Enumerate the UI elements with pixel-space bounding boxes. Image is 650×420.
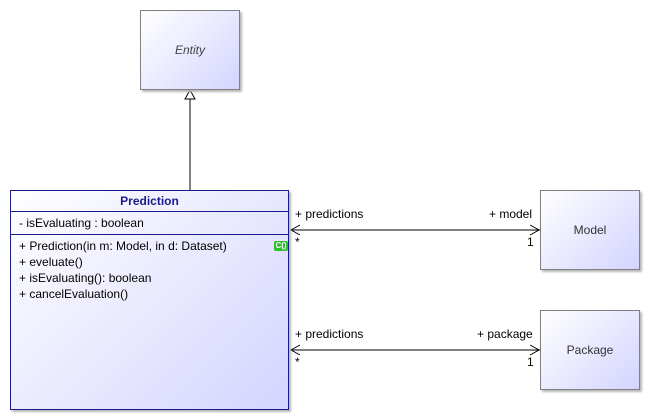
association-package-arrow-right bbox=[529, 344, 541, 356]
package-class[interactable]: Package bbox=[540, 310, 640, 390]
entity-class[interactable]: Entity bbox=[140, 10, 240, 90]
model-assoc-target-multiplicity: 1 bbox=[527, 235, 534, 249]
operation-row: + cancelEvaluation() bbox=[19, 287, 129, 301]
package-assoc-source-multiplicity: * bbox=[295, 355, 300, 369]
operation-row: + Prediction(in m: Model, in d: Dataset) bbox=[19, 239, 227, 253]
attribute-row: - isEvaluating : boolean bbox=[19, 216, 144, 230]
operation-row: + eveluate() bbox=[19, 255, 83, 269]
association-model-arrow-left bbox=[289, 224, 301, 236]
model-class-name: Model bbox=[573, 223, 607, 237]
model-assoc-source-multiplicity: * bbox=[295, 235, 300, 249]
generalization-arrowhead bbox=[184, 88, 196, 100]
operation-row: + isEvaluating(): boolean bbox=[19, 271, 152, 285]
package-assoc-target-role: + package bbox=[477, 327, 533, 341]
operations-compartment: + Prediction(in m: Model, in d: Dataset)… bbox=[11, 235, 288, 302]
prediction-class-name: Prediction bbox=[11, 191, 288, 212]
package-assoc-source-role: + predictions bbox=[295, 327, 364, 341]
model-class[interactable]: Model bbox=[540, 190, 640, 270]
prediction-class[interactable]: Prediction - isEvaluating : boolean + Pr… bbox=[10, 190, 289, 410]
model-assoc-source-role: + predictions bbox=[295, 207, 364, 221]
package-assoc-target-multiplicity: 1 bbox=[527, 355, 534, 369]
model-assoc-target-role: + model bbox=[489, 207, 533, 221]
constructor-badge-icon: C() bbox=[274, 241, 288, 251]
association-model-arrow-right bbox=[529, 224, 541, 236]
association-package-arrow-left bbox=[289, 344, 301, 356]
entity-class-name: Entity bbox=[174, 43, 205, 57]
attributes-compartment: - isEvaluating : boolean bbox=[11, 212, 288, 235]
package-class-name: Package bbox=[566, 343, 614, 357]
